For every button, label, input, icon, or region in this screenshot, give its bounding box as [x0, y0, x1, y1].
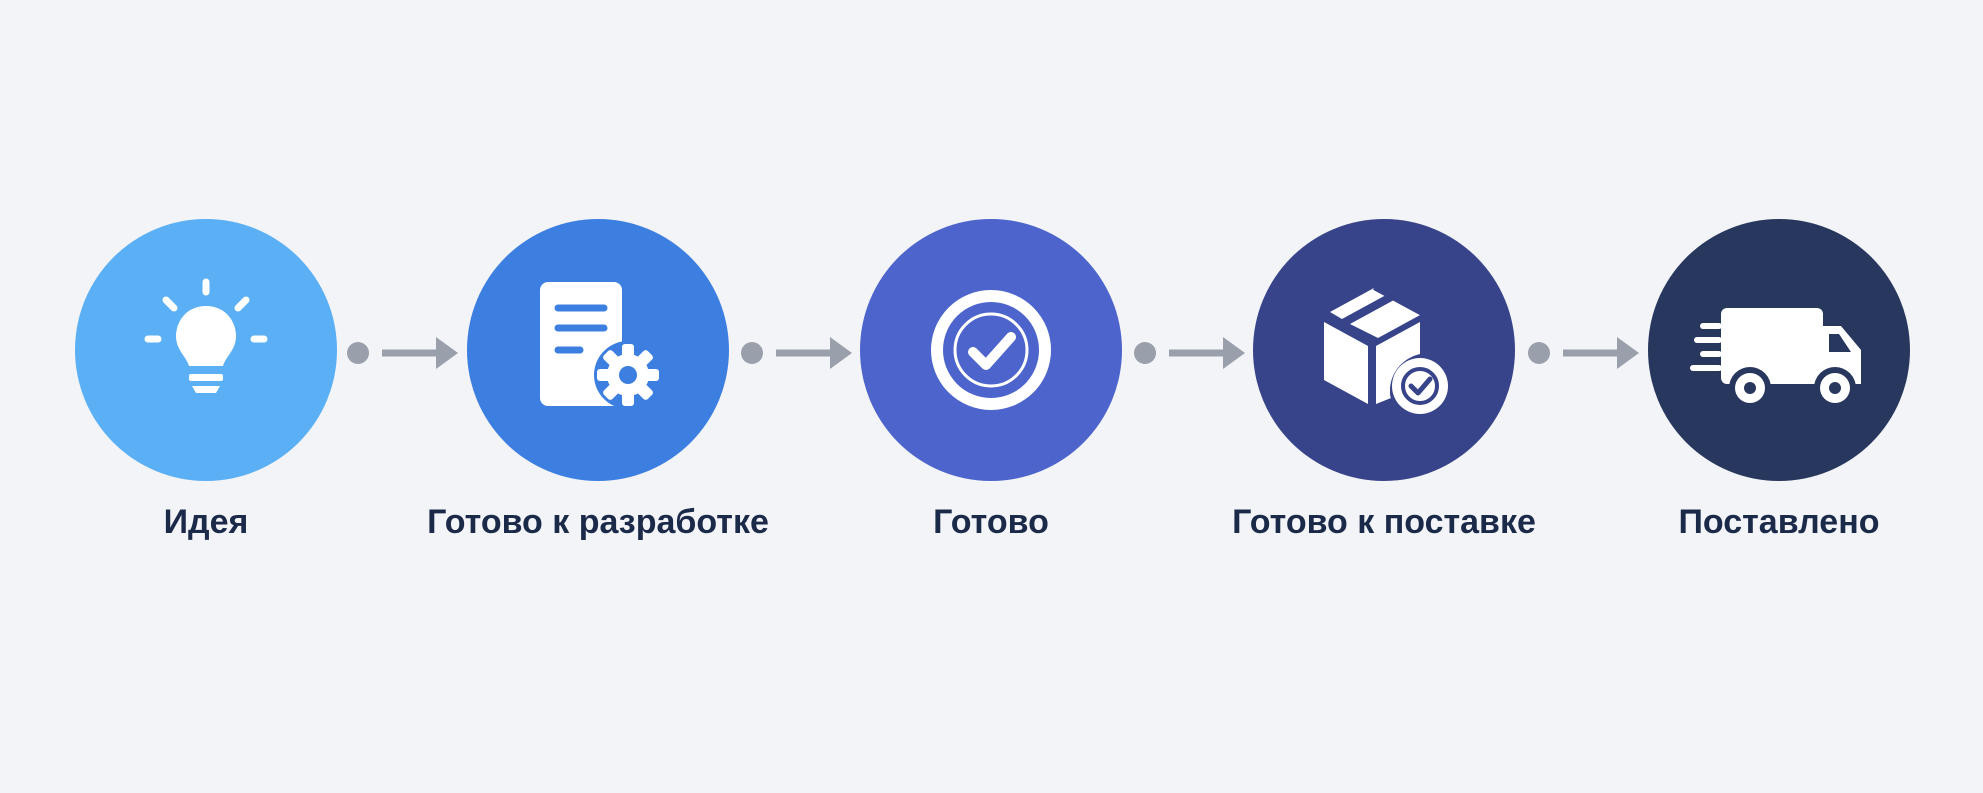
delivery-truck-icon [1689, 280, 1869, 420]
check-circle-icon [921, 280, 1061, 420]
package-check-icon [1304, 270, 1464, 430]
stage-circle-idea [75, 219, 337, 481]
connector-arrow-4 [1528, 337, 1639, 369]
lightbulb-icon [126, 270, 286, 430]
connector-arrow-2 [741, 337, 852, 369]
stage-circle-ready-for-development [467, 219, 729, 481]
stage-circle-ready-for-delivery [1253, 219, 1515, 481]
stage-label-idea: Идея [163, 503, 249, 541]
stage-label-done: Готово [933, 503, 1049, 541]
stage-label-ready-for-development: Готово к разработке [427, 503, 769, 541]
document-gear-icon [518, 270, 678, 430]
stage-label-delivered: Поставлено [1678, 503, 1880, 541]
stage-circle-delivered [1648, 219, 1910, 481]
connector-arrow-3 [1134, 337, 1245, 369]
connector-arrow-1 [347, 337, 458, 369]
stage-circle-done [860, 219, 1122, 481]
stage-label-ready-for-delivery: Готово к поставке [1232, 503, 1536, 541]
